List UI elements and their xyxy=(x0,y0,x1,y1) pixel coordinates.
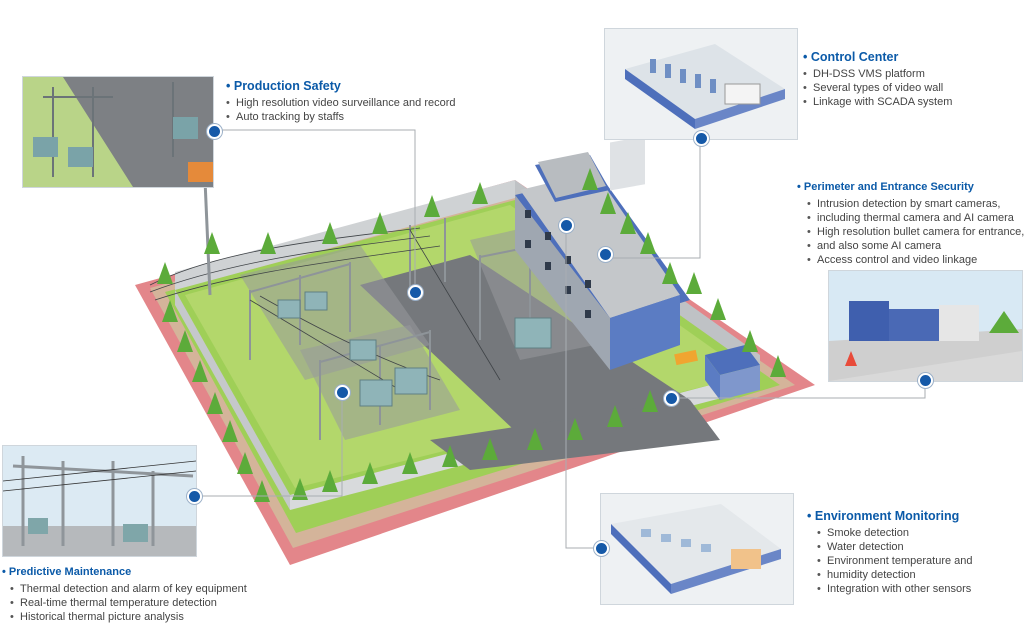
title-bullet-icon: • xyxy=(2,566,9,578)
gatehouse xyxy=(705,345,760,400)
control-center-callout: • Control Center DH-DSS VMS platform Sev… xyxy=(803,49,952,109)
roof-marker-icon[interactable] xyxy=(598,247,613,262)
predictive-maintenance-callout: • Predictive Maintenance Thermal detecti… xyxy=(2,564,247,624)
list-item: Intrusion detection by smart cameras, xyxy=(807,197,1024,211)
perimeter-list: Intrusion detection by smart cameras, in… xyxy=(797,197,1024,267)
control-center-thumbnail xyxy=(604,28,798,140)
perimeter-wall-left xyxy=(175,290,290,510)
list-item: High resolution video surveillance and r… xyxy=(226,96,456,110)
control-center-list: DH-DSS VMS platform Several types of vid… xyxy=(803,67,952,109)
production-safety-list: High resolution video surveillance and r… xyxy=(226,96,456,124)
list-item: DH-DSS VMS platform xyxy=(803,67,952,81)
list-item: Smoke detection xyxy=(817,526,973,540)
predictive-maintenance-list: Thermal detection and alarm of key equip… xyxy=(2,582,247,624)
vehicle xyxy=(674,349,699,366)
environment-marker-icon[interactable] xyxy=(594,541,609,556)
gate-marker-icon[interactable] xyxy=(664,391,679,406)
title-bullet-icon: • xyxy=(803,50,811,64)
list-item: Auto tracking by staffs xyxy=(226,110,456,124)
control-center-title: Control Center xyxy=(810,50,899,64)
list-item: including thermal camera and AI camera xyxy=(807,211,1024,225)
production-safety-thumbnail xyxy=(22,76,214,188)
perimeter-title: Perimeter and Entrance Security xyxy=(803,181,974,193)
list-item: Integration with other sensors xyxy=(817,582,973,596)
production-safety-callout: • Production Safety High resolution vide… xyxy=(226,78,456,124)
production-safety-title: Production Safety xyxy=(233,79,341,93)
connector-lines xyxy=(194,129,926,549)
list-item: Environment temperature and xyxy=(817,554,973,568)
predictive-maintenance-thumbnail xyxy=(2,445,197,557)
list-item: Historical thermal picture analysis xyxy=(10,610,247,624)
list-item: Thermal detection and alarm of key equip… xyxy=(10,582,247,596)
predictive-maintenance-marker-icon[interactable] xyxy=(187,489,202,504)
environment-list: Smoke detection Water detection Environm… xyxy=(807,526,973,596)
perimeter-callout: • Perimeter and Entrance Security Intrus… xyxy=(797,179,1024,267)
control-center-marker-icon[interactable] xyxy=(694,131,709,146)
list-item: Real-time thermal temperature detection xyxy=(10,596,247,610)
list-item: Linkage with SCADA system xyxy=(803,95,952,109)
list-item: Several types of video wall xyxy=(803,81,952,95)
perimeter-thumbnail xyxy=(828,270,1023,382)
title-bullet-icon: • xyxy=(797,181,804,193)
environment-callout: • Environment Monitoring Smoke detection… xyxy=(807,508,973,596)
switchyard-marker-icon[interactable] xyxy=(408,285,423,300)
list-item: High resolution bullet camera for entran… xyxy=(807,225,1024,239)
list-item: Access control and video linkage xyxy=(807,253,1024,267)
environment-title: Environment Monitoring xyxy=(814,509,960,523)
list-item: humidity detection xyxy=(817,568,973,582)
transformer-marker-icon[interactable] xyxy=(335,385,350,400)
title-bullet-icon: • xyxy=(226,79,234,93)
list-item: Water detection xyxy=(817,540,973,554)
building-marker-icon[interactable] xyxy=(559,218,574,233)
transformers xyxy=(277,291,552,407)
perimeter-marker-icon[interactable] xyxy=(918,373,933,388)
lighting-mast xyxy=(203,179,212,296)
environment-thumbnail xyxy=(600,493,794,605)
list-item: and also some AI camera xyxy=(807,239,1024,253)
title-bullet-icon: • xyxy=(807,509,815,523)
predictive-maintenance-title: Predictive Maintenance xyxy=(8,566,132,578)
production-safety-marker-icon[interactable] xyxy=(207,124,222,139)
